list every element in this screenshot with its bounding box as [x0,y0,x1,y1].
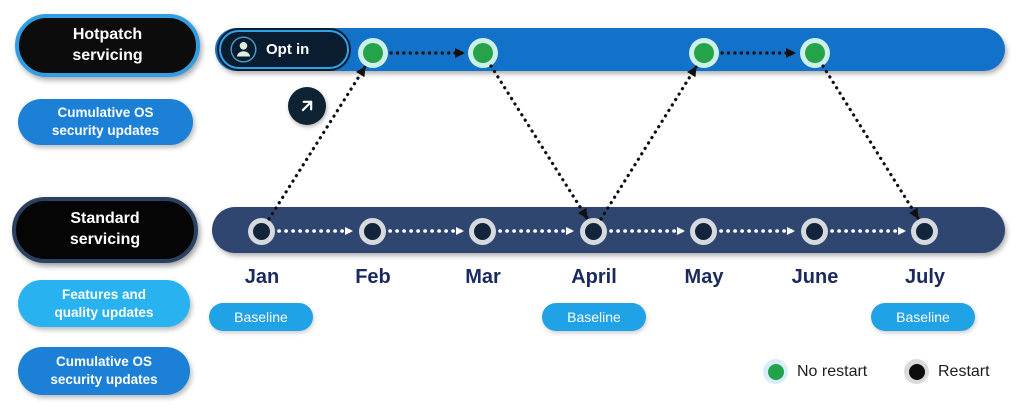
month-label-june: June [791,266,839,288]
month-label-april: April [571,266,617,288]
arrow-up-right-icon [297,96,317,116]
standard-servicing-label: Standard servicing [12,197,198,263]
restart-dot-april [580,218,607,245]
restart-dot-icon [904,359,929,384]
opt-in-label: Opt in [266,41,310,58]
hotpatch-servicing-label: Hotpatch servicing [15,14,200,77]
month-label-july: July [904,266,946,288]
restart-dot-may [690,218,717,245]
legend-restart-label: Restart [938,362,990,380]
hotpatch-security-updates-label: Cumulative OS security updates [18,99,193,145]
features-quality-updates-label: Features and quality updates [18,280,190,327]
legend-no-restart: No restart [763,359,867,384]
opt-in-button[interactable]: Opt in [219,30,349,69]
standard-timeline-bar [212,207,1005,253]
month-label-jan: Jan [244,266,280,288]
arrow-mar-to-april [489,64,589,220]
month-label-mar: Mar [465,266,501,288]
no-restart-dot-june [800,38,830,68]
arrow-june-to-july [821,64,920,220]
opt-in-arrow-badge [288,87,326,125]
no-restart-dot-icon [763,359,788,384]
no-restart-dot-feb [358,38,388,68]
baseline-badge-july: Baseline [871,303,975,331]
restart-dot-july [911,218,938,245]
legend-no-restart-label: No restart [797,362,868,380]
month-label-may: May [684,266,724,288]
no-restart-dot-may [689,38,719,68]
baseline-badge-april: Baseline [542,303,646,331]
restart-dot-mar [469,218,496,245]
restart-dot-jan [248,218,275,245]
no-restart-dot-mar [468,38,498,68]
person-icon [230,36,257,63]
baseline-badge-jan: Baseline [209,303,313,331]
restart-dot-june [801,218,828,245]
restart-dot-feb [359,218,386,245]
legend-restart: Restart [904,359,990,384]
standard-security-updates-label: Cumulative OS security updates [18,347,190,395]
arrow-april-to-may [599,65,698,221]
month-label-feb: Feb [355,266,391,288]
